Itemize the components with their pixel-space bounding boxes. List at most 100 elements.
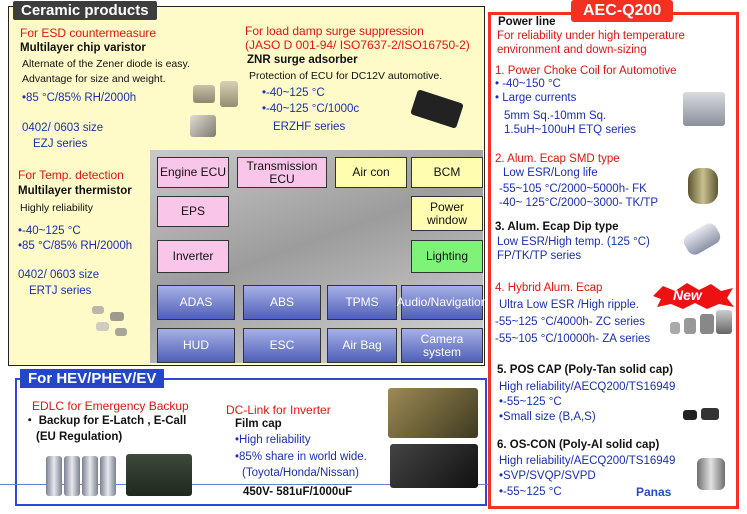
panasonic-logo: Panas	[636, 485, 672, 499]
esd-product: Multilayer chip varistor	[20, 42, 146, 54]
camera-system-box: Camera system	[401, 328, 483, 363]
temp-series: ERTJ series	[29, 285, 92, 297]
surge-desc: Protection of ECU for DC12V automotive.	[249, 70, 443, 82]
thermistor-chip-image	[110, 312, 124, 321]
edlc-line2: (EU Regulation)	[36, 431, 123, 443]
abs-box: ABS	[243, 285, 321, 320]
thermistor-chip-image	[92, 306, 104, 314]
hybrid-ecap-image	[716, 310, 732, 334]
surge-spec2: •-40~125 °C/1000c	[262, 103, 360, 115]
hud-box: HUD	[157, 328, 235, 363]
new-badge: New	[649, 282, 735, 310]
item4-spec1: Ultra Low ESR /High ripple.	[499, 299, 639, 311]
new-badge-label: New	[673, 287, 702, 303]
pos-cap-image	[701, 408, 719, 420]
dclink-spec2: •85% share in world wide.	[235, 451, 367, 463]
power-window-box: Power window	[411, 196, 483, 231]
varistor-chip-image	[190, 115, 216, 137]
smd-ecap-image	[688, 168, 718, 204]
aec-purpose1: For reliability under high temperature	[497, 30, 685, 42]
aircon-box: Air con	[335, 157, 407, 188]
tpms-box: TPMS	[327, 285, 397, 320]
airbag-box: Air Bag	[327, 328, 397, 363]
esd-desc1: Alternate of the Zener diode is easy.	[22, 58, 190, 70]
thermistor-chip-image	[96, 322, 109, 331]
bcm-box: BCM	[411, 157, 483, 188]
choke-coil-image	[683, 92, 725, 126]
esd-desc2: Advantage for size and weight.	[22, 73, 166, 85]
item6-spec2: •SVP/SVQP/SVPD	[499, 470, 596, 482]
hybrid-ecap-image	[700, 314, 714, 334]
surge-product: ZNR surge adsorber	[247, 54, 358, 66]
item2-spec2: -55~105 °C/2000~5000h- FK	[499, 183, 647, 195]
os-con-image	[697, 458, 725, 490]
ceramic-products-title: Ceramic products	[13, 1, 157, 20]
item6-spec1: High reliability/AECQ200/TS16949	[499, 455, 676, 467]
item6-spec3: •-55~125 °C	[499, 486, 562, 498]
new-badge-burst-icon	[653, 283, 734, 309]
temp-spec1: •-40~125 °C	[18, 225, 81, 237]
item1-spec4: 1.5uH~100uH ETQ series	[504, 124, 636, 136]
edlc-heading: EDLC for Emergency Backup	[32, 399, 189, 413]
item4-spec3: -55~105 °C/10000h- ZA series	[495, 333, 651, 345]
thermistor-chip-image	[115, 328, 127, 336]
divider-line	[0, 484, 488, 485]
film-cap-image	[388, 388, 478, 438]
edlc-module-image	[126, 454, 192, 496]
item3-spec1: Low ESR/High temp. (125 °C)	[497, 236, 650, 248]
adas-box: ADAS	[157, 285, 235, 320]
temp-desc: Highly reliability	[20, 202, 93, 214]
esd-heading: For ESD countermeasure	[20, 26, 157, 40]
hev-title: For HEV/PHEV/EV	[20, 369, 165, 388]
engine-ecu-box: Engine ECU	[157, 157, 229, 188]
item2-spec1: Low ESR/Long life	[503, 167, 598, 179]
item4-title: 4. Hybrid Alum. Ecap	[495, 282, 603, 294]
edlc-line1: ・ Backup for E-Latch , E-Call	[24, 415, 187, 427]
edlc-cell-image	[64, 456, 80, 496]
surge-series: ERZHF series	[273, 121, 346, 133]
temp-product: Multilayer thermistor	[18, 185, 132, 197]
dclink-heading: DC-Link for Inverter	[226, 403, 331, 417]
pos-cap-image	[683, 410, 697, 420]
temp-heading: For Temp. detection	[18, 168, 124, 182]
dclink-spec3: (Toyota/Honda/Nissan)	[242, 467, 359, 479]
edlc-cell-image	[100, 456, 116, 496]
item5-spec1: High reliability/AECQ200/TS16949	[499, 381, 676, 393]
surge-spec1: •-40~125 °C	[262, 87, 325, 99]
film-cap-image	[390, 444, 478, 488]
hybrid-ecap-image	[684, 318, 696, 334]
dclink-rating: 450V- 581uF/1000uF	[243, 486, 353, 498]
power-line-label: Power line	[498, 16, 556, 28]
dclink-product: Film cap	[235, 418, 282, 430]
audio-navigation-box: Audio/Navigation	[397, 285, 487, 320]
eps-box: EPS	[157, 196, 229, 227]
edlc-cell-image	[46, 456, 62, 496]
item5-title: 5. POS CAP (Poly-Tan solid cap)	[497, 364, 673, 376]
temp-size: 0402/ 0603 size	[18, 269, 100, 281]
aec-q200-title: AEC-Q200	[571, 0, 674, 22]
esd-size: 0402/ 0603 size	[22, 122, 104, 134]
item2-title: 2. Alum. Ecap SMD type	[495, 153, 620, 165]
item5-spec3: •Small size (B,A,S)	[499, 411, 596, 423]
item2-spec3: -40~ 125°C/2000~3000- TK/TP	[499, 197, 659, 209]
item4-spec2: -55~125 °C/4000h- ZC series	[495, 316, 646, 328]
item5-spec2: •-55~125 °C	[499, 396, 562, 408]
temp-spec2: •85 °C/85% RH/2000h	[18, 240, 133, 252]
inverter-box: Inverter	[157, 240, 229, 273]
item3-title: 3. Alum. Ecap Dip type	[495, 221, 619, 233]
esd-spec: •85 °C/85% RH/2000h	[22, 92, 137, 104]
lighting-box: Lighting	[411, 240, 483, 273]
edlc-cell-image	[82, 456, 98, 496]
item1-spec2: • Large currents	[495, 92, 577, 104]
surge-heading: For load damp surge suppression	[245, 24, 424, 38]
item1-spec3: 5mm Sq.-10mm Sq.	[504, 110, 607, 122]
esd-series: EZJ series	[33, 138, 88, 150]
varistor-chip-image	[193, 85, 215, 103]
item3-spec2: FP/TK/TP series	[497, 250, 582, 262]
item1-title: 1. Power Choke Coil for Automotive	[495, 65, 677, 77]
hybrid-ecap-image	[670, 322, 680, 334]
varistor-chip-image	[220, 81, 238, 107]
surge-standards: (JASO D 001-94/ ISO7637-2/ISO16750-2)	[245, 38, 470, 52]
item6-title: 6. OS-CON (Poly-Al solid cap)	[497, 439, 660, 451]
transmission-ecu-box: Transmission ECU	[237, 157, 327, 188]
